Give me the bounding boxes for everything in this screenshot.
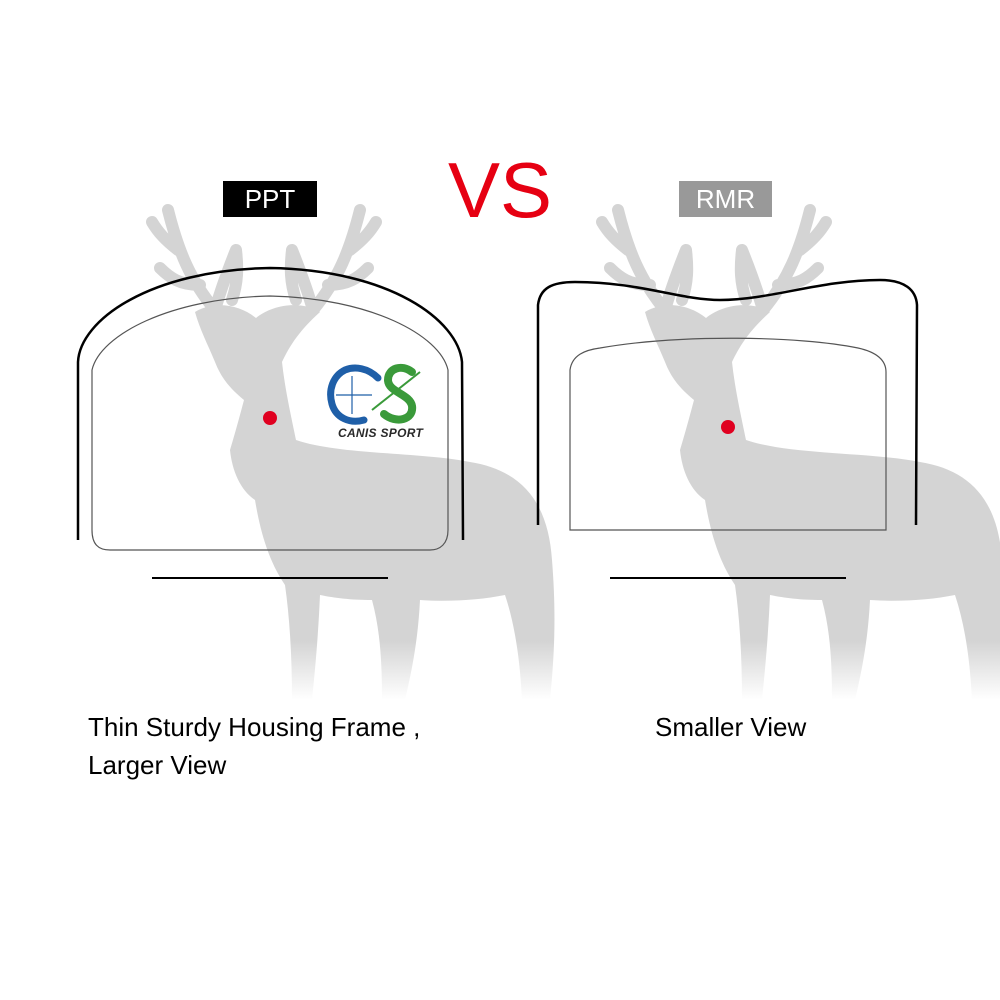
ppt-view-window bbox=[91, 295, 449, 551]
logo-wordmark: CANIS SPORT bbox=[338, 426, 424, 440]
ppt-red-dot bbox=[263, 411, 277, 425]
vs-heading: VS bbox=[447, 146, 553, 234]
canis-sport-logo-icon bbox=[327, 363, 421, 425]
ppt-caption-line-1: Thin Sturdy Housing Frame , bbox=[88, 712, 421, 742]
ppt-label: PPT bbox=[223, 181, 317, 217]
rmr-red-dot bbox=[721, 420, 735, 434]
deer-silhouette-right bbox=[602, 210, 1000, 700]
ppt-caption: Thin Sturdy Housing Frame , Larger View bbox=[88, 708, 488, 784]
rmr-view-window bbox=[569, 337, 887, 531]
ppt-caption-line-2: Larger View bbox=[88, 750, 227, 780]
ppt-housing-outer bbox=[76, 266, 465, 541]
rmr-housing-outer bbox=[536, 278, 919, 526]
deer-silhouette-left bbox=[152, 210, 554, 700]
rmr-caption: Smaller View bbox=[655, 712, 807, 742]
rmr-label: RMR bbox=[679, 181, 772, 217]
